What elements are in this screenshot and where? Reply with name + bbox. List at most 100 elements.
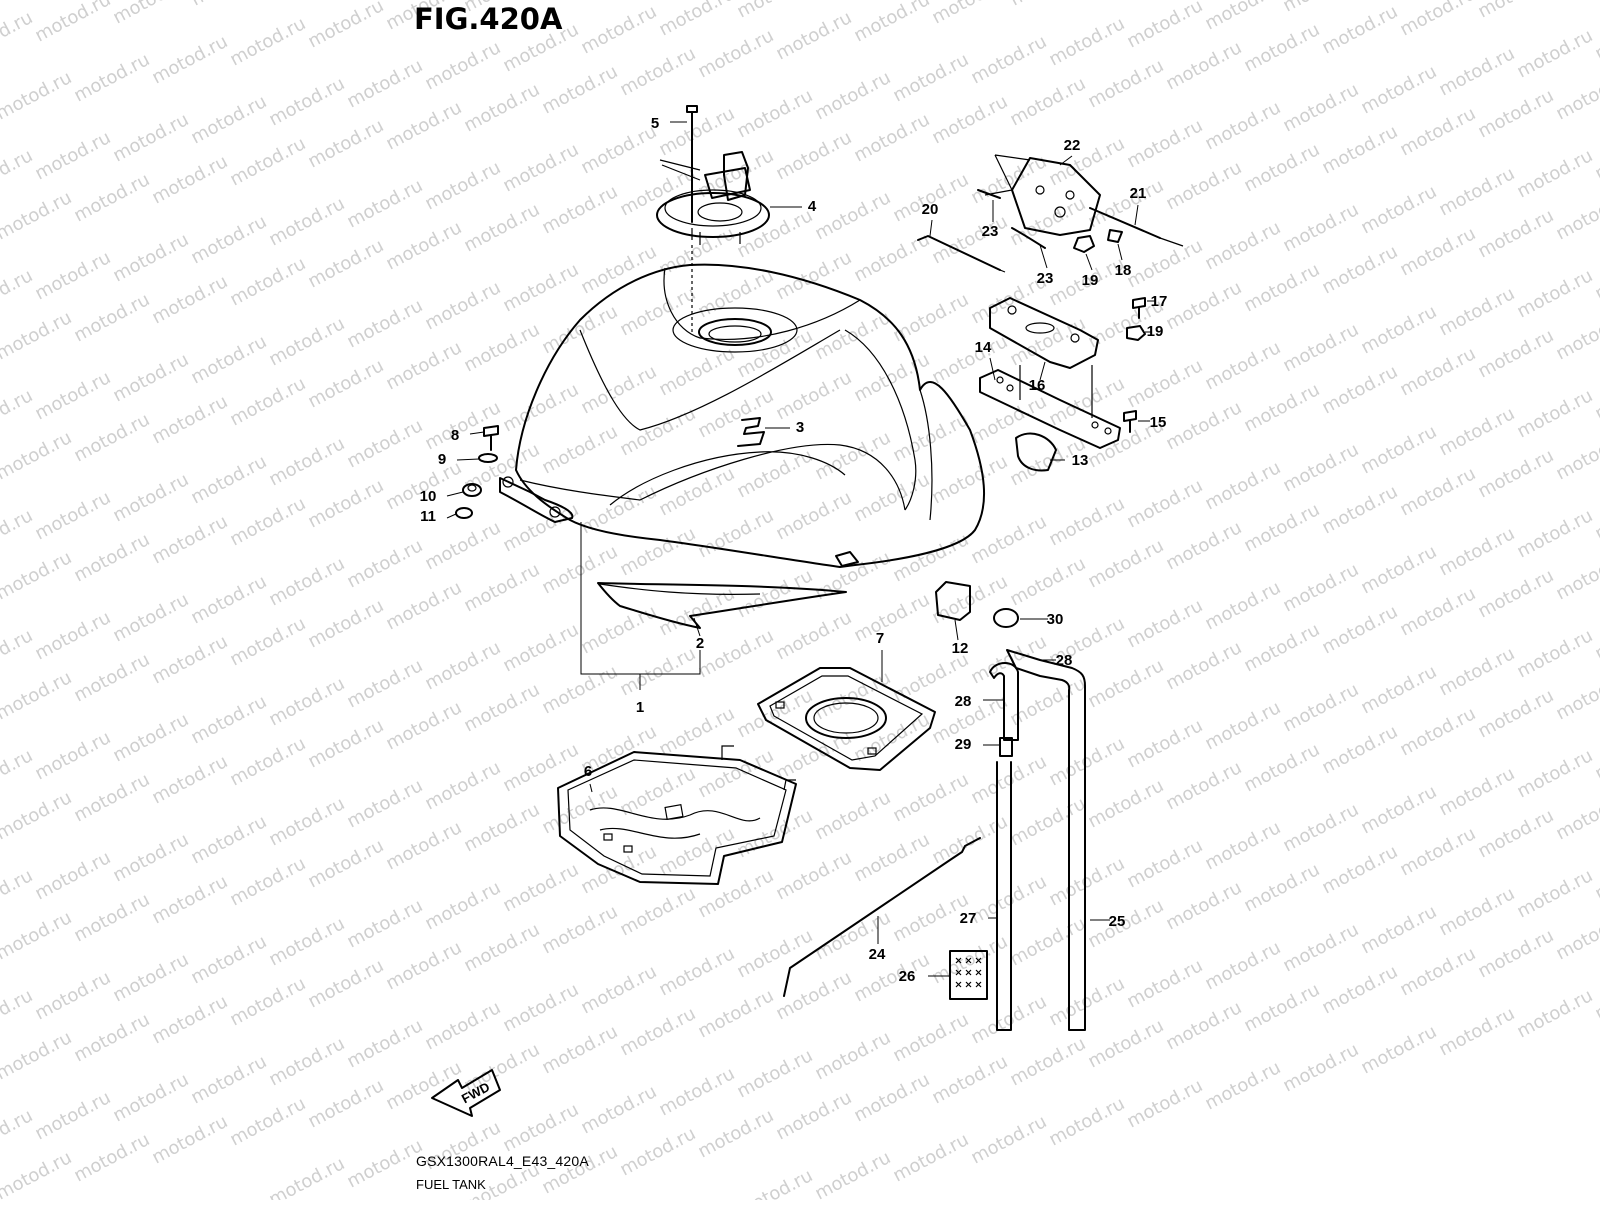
watermark-text: motod.ru	[928, 811, 1011, 868]
watermark-text: motod.ru	[1201, 337, 1284, 394]
watermark-text: motod.ru	[109, 469, 192, 526]
watermark-text: motod.ru	[0, 145, 36, 202]
watermark-text: motod.ru	[31, 1087, 114, 1144]
callout-layer: 1234567891011121314151617181919202122232…	[420, 115, 1168, 985]
callout-17: 17	[1151, 293, 1168, 310]
callout-8: 8	[451, 427, 459, 444]
callout-21: 21	[1130, 185, 1147, 202]
watermark-text: motod.ru	[1513, 985, 1596, 1042]
watermark-text: motod.ru	[70, 289, 153, 346]
watermark-text: motod.ru	[1201, 97, 1284, 154]
watermark-text: motod.ru	[499, 739, 582, 796]
watermark-text: motod.ru	[1162, 277, 1245, 334]
watermark-text: motod.ru	[70, 529, 153, 586]
watermark-text: motod.ru	[1591, 487, 1600, 544]
watermark-text: motod.ru	[967, 871, 1050, 928]
watermark-text: motod.ru	[1240, 379, 1323, 436]
watermark-text: motod.ru	[1201, 0, 1284, 34]
watermark-text: motod.ru	[1513, 25, 1596, 82]
watermark-text: motod.ru	[1162, 757, 1245, 814]
watermark-text: motod.ru	[421, 637, 504, 694]
watermark-text: motod.ru	[187, 931, 270, 988]
watermark-text: motod.ru	[1396, 103, 1479, 160]
watermark-text: motod.ru	[772, 847, 855, 904]
watermark-text: motod.ru	[226, 853, 309, 910]
callout-18: 18	[1115, 262, 1132, 279]
watermark-text: motod.ru	[421, 877, 504, 934]
clamp-12	[935, 581, 971, 621]
watermark-text: motod.ru	[0, 985, 36, 1042]
watermark-text: motod.ru	[382, 217, 465, 274]
watermark-text: motod.ru	[1201, 1057, 1284, 1114]
hose-28-b	[1006, 649, 1086, 1031]
watermark-text: motod.ru	[343, 295, 426, 352]
watermark-text: motod.ru	[265, 1033, 348, 1090]
callout-23: 23	[982, 223, 999, 240]
watermark-text: motod.ru	[772, 367, 855, 424]
watermark-text: motod.ru	[1318, 241, 1401, 298]
watermark-text: motod.ru	[70, 889, 153, 946]
callout-leader	[1085, 253, 1093, 271]
watermark-text: motod.ru	[148, 1111, 231, 1168]
watermark-text: motod.ru	[0, 307, 75, 364]
watermark-text: motod.ru	[694, 265, 777, 322]
watermark-text: motod.ru	[0, 547, 75, 604]
watermark-text: motod.ru	[343, 55, 426, 112]
watermark-text: motod.ru	[499, 619, 582, 676]
callout-9: 9	[438, 451, 446, 468]
watermark-text: motod.ru	[577, 961, 660, 1018]
watermark-text: motod.ru	[1591, 727, 1600, 784]
watermark-text: motod.ru	[1084, 535, 1167, 592]
watermark-text: motod.ru	[1162, 37, 1245, 94]
watermark-text: motod.ru	[577, 841, 660, 898]
watermark-text: motod.ru	[1435, 643, 1518, 700]
fuel-tank	[499, 263, 985, 629]
watermark-text: motod.ru	[1318, 961, 1401, 1018]
watermark-text: motod.ru	[148, 631, 231, 688]
watermark-text: motod.ru	[1240, 499, 1323, 556]
watermark-text: motod.ru	[421, 157, 504, 214]
watermark-text: motod.ru	[655, 223, 738, 280]
watermark-text: motod.ru	[1123, 1075, 1206, 1132]
watermark-text: motod.ru	[733, 925, 816, 982]
callout-25: 25	[1109, 913, 1126, 930]
watermark-text: motod.ru	[382, 817, 465, 874]
callout-19: 19	[1147, 323, 1164, 340]
watermark-text: motod.ru	[1045, 493, 1128, 550]
watermark-text: motod.ru	[187, 571, 270, 628]
watermark-text: motod.ru	[1123, 475, 1206, 532]
watermark-text: motod.ru	[1006, 913, 1089, 970]
watermark-text: motod.ru	[148, 271, 231, 328]
callout-16: 16	[1029, 377, 1046, 394]
watermark-text: motod.ru	[1396, 463, 1479, 520]
watermark-text: motod.ru	[1357, 1021, 1440, 1078]
watermark-text: motod.ru	[1513, 745, 1596, 802]
watermark-text: motod.ru	[538, 541, 621, 598]
watermark-text: motod.ru	[1045, 733, 1128, 790]
watermark-text: motod.ru	[577, 121, 660, 178]
watermark-text: motod.ru	[1552, 187, 1600, 244]
watermark-text: motod.ru	[1162, 637, 1245, 694]
watermark-text: motod.ru	[343, 775, 426, 832]
watermark-text: motod.ru	[0, 385, 36, 442]
watermark-text: motod.ru	[187, 811, 270, 868]
watermark-text: motod.ru	[343, 1135, 426, 1192]
callout-24: 24	[869, 946, 886, 963]
watermark-text: motod.ru	[70, 649, 153, 706]
watermark-text: motod.ru	[694, 745, 777, 802]
watermark-text: motod.ru	[460, 439, 543, 496]
watermark-text: motod.ru	[0, 0, 75, 4]
watermark-text: motod.ru	[811, 0, 894, 4]
callout-3: 3	[796, 419, 804, 436]
watermark-text: motod.ru	[850, 0, 933, 46]
watermark-text: motod.ru	[1045, 1093, 1128, 1150]
watermark-text: motod.ru	[1552, 307, 1600, 364]
watermark-text: motod.ru	[850, 349, 933, 406]
watermark-text: motod.ru	[343, 535, 426, 592]
callout-6: 6	[584, 763, 592, 780]
watermark-text: motod.ru	[928, 211, 1011, 268]
callout-leader	[446, 513, 457, 519]
watermark-text: motod.ru	[1591, 7, 1600, 64]
watermark-text: motod.ru	[538, 661, 621, 718]
watermark-text: motod.ru	[109, 709, 192, 766]
